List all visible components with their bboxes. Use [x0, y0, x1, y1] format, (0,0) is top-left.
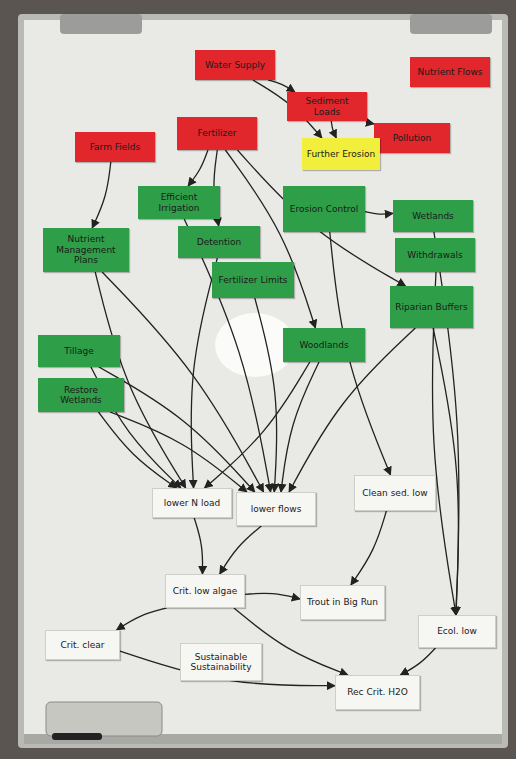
note-label: Clean sed. low — [362, 488, 427, 498]
note-label: Restore Wetlands — [42, 385, 120, 406]
action-note: Fertilizer Limits — [212, 262, 294, 298]
problem-note: Pollution — [374, 123, 450, 153]
note-label: Farm Fields — [90, 142, 141, 152]
connector-arrow — [400, 648, 435, 675]
note-label: Water Supply — [205, 60, 265, 70]
connector-arrow — [205, 362, 310, 488]
connector-arrow — [331, 121, 336, 138]
connector-arrow — [366, 121, 374, 124]
note-label: lower flows — [251, 504, 302, 514]
outcome-note: Crit. low algae — [165, 574, 245, 608]
note-label: Crit. clear — [61, 640, 105, 650]
note-label: Fertilizer — [198, 128, 237, 138]
action-note: Efficient Irrigation — [138, 186, 220, 219]
note-label: Efficient Irrigation — [142, 192, 216, 213]
marker — [52, 733, 102, 740]
connector-arrow — [433, 328, 458, 615]
note-label: Wetlands — [412, 211, 454, 221]
outcome-note: Trout in Big Run — [300, 585, 385, 620]
connector-arrow — [365, 212, 393, 214]
note-label: Ecol. low — [437, 626, 477, 636]
outcome-note: Crit. clear — [45, 630, 120, 660]
connector-arrow — [92, 162, 111, 228]
problem-note: Sediment Loads — [287, 92, 367, 121]
note-label: Trout in Big Run — [307, 597, 378, 607]
note-label: Erosion Control — [290, 204, 359, 214]
action-note: Riparian Buffers — [390, 286, 473, 328]
effect-note: Further Erosion — [302, 138, 380, 170]
action-note: Nutrient Management Plans — [43, 228, 129, 272]
outcome-note: Sustainable Sustainability — [180, 643, 262, 681]
outcome-note: Ecol. low — [418, 615, 496, 648]
connector-arrow — [117, 608, 167, 630]
outcome-note: lower N load — [152, 488, 232, 518]
note-label: Nutrient Flows — [417, 67, 482, 77]
board-clip — [410, 14, 492, 34]
marker-tray — [24, 734, 502, 744]
note-label: Crit. low algae — [173, 586, 238, 596]
action-note: Erosion Control — [283, 186, 365, 232]
note-label: Further Erosion — [307, 149, 376, 159]
note-label: Tillage — [64, 346, 94, 356]
note-label: Sediment Loads — [291, 96, 363, 117]
connector-arrow — [188, 150, 208, 186]
outcome-note: Rec Crit. H2O — [335, 675, 420, 710]
note-label: Riparian Buffers — [395, 302, 467, 312]
board-surface — [24, 20, 502, 742]
note-label: Withdrawals — [407, 250, 462, 260]
eraser — [46, 702, 162, 736]
problem-note: Farm Fields — [75, 132, 155, 162]
note-label: Detention — [197, 237, 241, 247]
connector-arrow — [110, 412, 247, 492]
connector-arrow — [184, 219, 270, 492]
action-note: Withdrawals — [395, 238, 475, 272]
outcome-note: lower flows — [236, 492, 316, 526]
action-note: Detention — [178, 226, 260, 258]
action-note: Restore Wetlands — [38, 378, 124, 412]
connector-arrow — [351, 511, 386, 585]
problem-note: Water Supply — [195, 50, 275, 80]
action-note: Woodlands — [283, 328, 365, 362]
connector-arrow — [194, 518, 202, 574]
connector-arrow — [245, 593, 300, 599]
problem-note: Nutrient Flows — [410, 57, 490, 87]
note-label: Pollution — [393, 133, 432, 143]
problem-note: Fertilizer — [177, 117, 257, 150]
connector-arrow — [268, 80, 295, 92]
note-label: Fertilizer Limits — [219, 275, 288, 285]
note-label: Nutrient Management Plans — [47, 234, 125, 265]
board-clip — [60, 14, 142, 34]
board-frame — [18, 14, 508, 748]
note-label: Woodlands — [299, 340, 348, 350]
outcome-note: Clean sed. low — [354, 475, 436, 511]
note-label: Rec Crit. H2O — [347, 687, 408, 697]
connector-arrow — [255, 298, 277, 492]
note-label: Sustainable Sustainability — [185, 652, 257, 673]
connector-arrow — [220, 526, 262, 574]
action-note: Tillage — [38, 335, 120, 367]
note-label: lower N load — [164, 498, 220, 508]
action-note: Wetlands — [393, 200, 473, 232]
